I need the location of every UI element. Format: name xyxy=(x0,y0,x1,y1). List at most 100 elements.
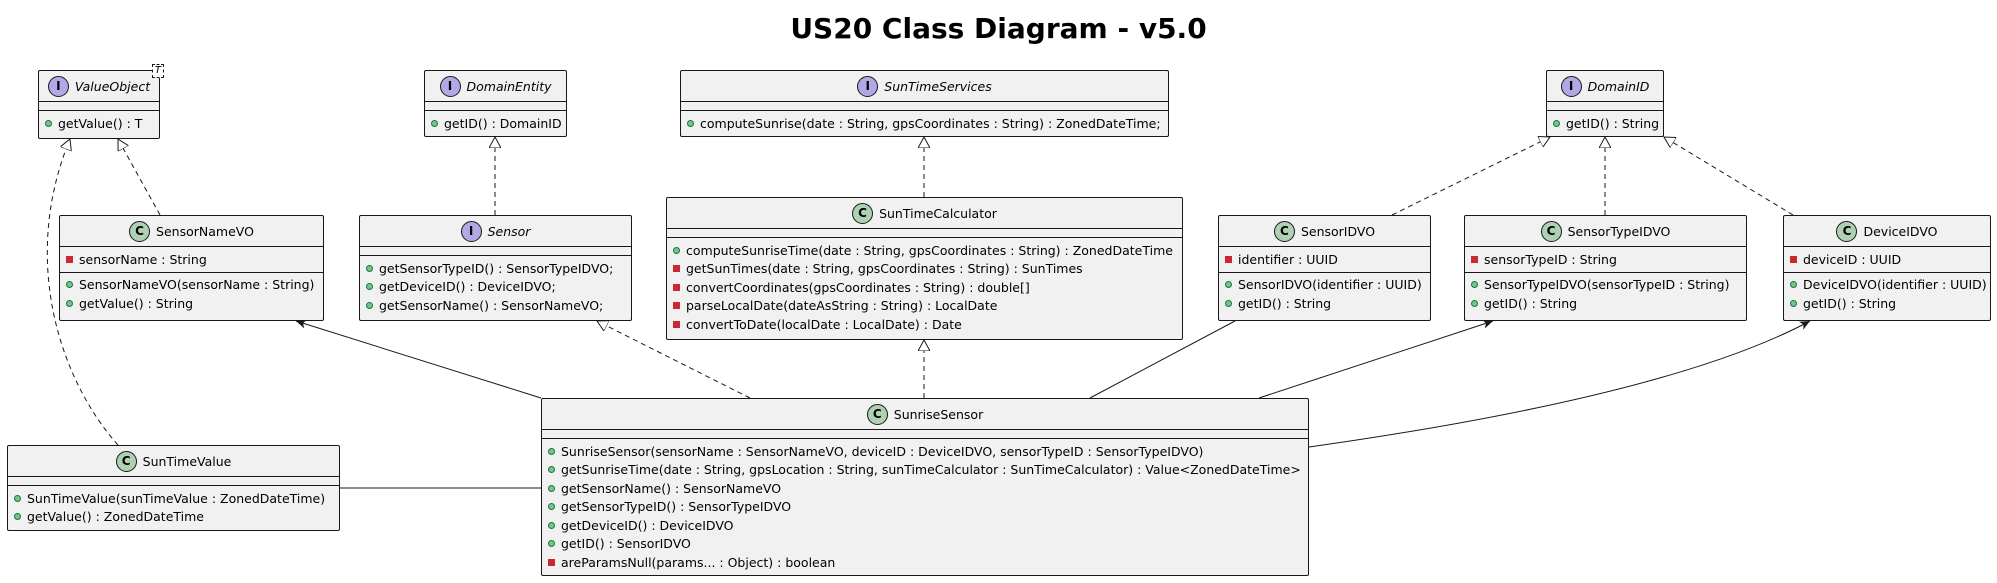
public-visibility-icon xyxy=(548,521,555,529)
method-text: getSensorTypeID() : SensorTypeIDVO; xyxy=(379,260,614,276)
methods-section: computeSunrise(date : String, gpsCoordin… xyxy=(681,111,1168,136)
public-visibility-icon xyxy=(366,264,373,272)
class-deviceidvo[interactable]: C DeviceIDVO deviceID : UUID DeviceIDVO(… xyxy=(1783,215,1991,321)
private-visibility-icon xyxy=(673,283,680,291)
method-text: computeSunriseTime(date : String, gpsCoo… xyxy=(686,242,1173,258)
class-sensor[interactable]: I Sensor getSensorTypeID() : SensorTypeI… xyxy=(359,215,632,321)
method-row: getSunTimes(date : String, gpsCoordinate… xyxy=(673,260,1182,279)
method-row: SensorNameVO(sensorName : String) xyxy=(66,276,323,295)
edge-deviceidvo-domainid xyxy=(1664,137,1794,216)
attributes-section: deviceID : UUID xyxy=(1784,247,1990,273)
class-header: C DeviceIDVO xyxy=(1784,216,1990,247)
public-visibility-icon xyxy=(1225,299,1232,307)
class-name: SunTimeCalculator xyxy=(879,205,997,221)
public-visibility-icon xyxy=(548,503,555,511)
method-text: convertToDate(localDate : LocalDate) : D… xyxy=(686,316,962,332)
method-row: parseLocalDate(dateAsString : String) : … xyxy=(673,297,1182,316)
method-row: getDeviceID() : DeviceIDVO; xyxy=(366,278,631,297)
attributes-section xyxy=(667,229,1182,238)
method-text: getID() : String xyxy=(1484,295,1578,311)
attribute-text: deviceID : UUID xyxy=(1803,251,1902,267)
class-badge-icon: C xyxy=(866,403,888,425)
public-visibility-icon xyxy=(366,301,373,309)
class-header: C SunTimeValue xyxy=(8,446,339,477)
edge-sensornamevo-valueobject xyxy=(118,139,161,216)
method-row: getDeviceID() : DeviceIDVO xyxy=(548,516,1308,535)
methods-section: SensorTypeIDVO(sensorTypeID : String) ge… xyxy=(1465,273,1746,316)
interface-badge-icon: I xyxy=(47,75,69,97)
class-header: C SensorIDVO xyxy=(1219,216,1430,247)
method-row: computeSunriseTime(date : String, gpsCoo… xyxy=(673,241,1182,260)
methods-section: DeviceIDVO(identifier : UUID) getID() : … xyxy=(1784,273,1990,316)
edge-sunrisesensor-sensornamevo xyxy=(295,319,542,399)
edge-suntimevalue-valueobject xyxy=(46,139,119,446)
method-text: areParamsNull(params... : Object) : bool… xyxy=(561,554,836,570)
interface-badge-icon: I xyxy=(1560,75,1582,97)
method-text: getSunriseTime(date : String, gpsLocatio… xyxy=(561,462,1301,478)
edge-sunrisesensor-sensortypeidvo xyxy=(1258,319,1494,399)
class-name: SensorIDVO xyxy=(1300,223,1376,239)
class-name: ValueObject xyxy=(74,78,151,94)
class-name: SensorNameVO xyxy=(156,223,254,239)
class-domainid[interactable]: I DomainID getID() : String xyxy=(1546,70,1664,137)
attributes-section xyxy=(542,430,1308,439)
method-text: SunriseSensor(sensorName : SensorNameVO,… xyxy=(561,443,1204,459)
method-row: SunTimeValue(sunTimeValue : ZonedDateTim… xyxy=(14,489,339,508)
class-header: C SunTimeCalculator xyxy=(667,198,1182,229)
class-name: DomainEntity xyxy=(466,78,552,94)
class-badge-icon: C xyxy=(129,220,151,242)
class-header: I DomainID xyxy=(1547,71,1663,102)
method-row: getID() : String xyxy=(1471,294,1746,313)
method-text: getValue() : String xyxy=(79,295,194,311)
class-badge-icon: C xyxy=(1540,220,1562,242)
method-text: convertCoordinates(gpsCoordinates : Stri… xyxy=(686,279,1030,295)
interface-badge-icon: I xyxy=(439,75,461,97)
method-text: getSensorTypeID() : SensorTypeIDVO xyxy=(561,499,792,515)
method-text: getID() : String xyxy=(1566,115,1660,131)
class-sensortypeidvo[interactable]: C SensorTypeIDVO sensorTypeID : String S… xyxy=(1464,215,1747,321)
class-sensornamevo[interactable]: C SensorNameVO sensorName : String Senso… xyxy=(59,215,324,321)
method-row: getID() : String xyxy=(1225,294,1430,313)
method-row: areParamsNull(params... : Object) : bool… xyxy=(548,553,1308,572)
method-text: SunTimeValue(sunTimeValue : ZonedDateTim… xyxy=(27,490,326,506)
method-text: SensorIDVO(identifier : UUID) xyxy=(1238,277,1422,293)
class-badge-icon: C xyxy=(1273,220,1295,242)
private-visibility-icon xyxy=(1471,255,1478,263)
attributes-section xyxy=(1547,102,1663,111)
private-visibility-icon xyxy=(1790,255,1797,263)
class-valueobject[interactable]: T I ValueObject getValue() : T xyxy=(38,64,164,139)
public-visibility-icon xyxy=(1225,281,1232,289)
class-domainentity[interactable]: I DomainEntity getID() : DomainID xyxy=(424,70,567,137)
class-sunrisesensor[interactable]: C SunriseSensor SunriseSensor(sensorName… xyxy=(541,398,1309,576)
method-row: convertCoordinates(gpsCoordinates : Stri… xyxy=(673,278,1182,297)
class-suntimeservices[interactable]: I SunTimeServices computeSunrise(date : … xyxy=(680,70,1169,137)
attributes-section xyxy=(681,102,1168,111)
public-visibility-icon xyxy=(14,513,21,521)
public-visibility-icon xyxy=(366,283,373,291)
method-text: parseLocalDate(dateAsString : String) : … xyxy=(686,298,998,314)
class-header: I ValueObject xyxy=(39,71,159,102)
attributes-section xyxy=(39,102,159,111)
method-text: getID() : String xyxy=(1238,295,1332,311)
public-visibility-icon xyxy=(1790,281,1797,289)
attributes-section: identifier : UUID xyxy=(1219,247,1430,273)
class-name: DomainID xyxy=(1587,78,1650,94)
attribute-row: sensorName : String xyxy=(66,250,323,269)
public-visibility-icon xyxy=(66,299,73,307)
method-text: SensorTypeIDVO(sensorTypeID : String) xyxy=(1484,277,1730,293)
method-row: SensorIDVO(identifier : UUID) xyxy=(1225,276,1430,295)
private-visibility-icon xyxy=(673,265,680,273)
class-sensoridvo[interactable]: C SensorIDVO identifier : UUID SensorIDV… xyxy=(1218,215,1431,321)
class-header: I DomainEntity xyxy=(425,71,566,102)
class-badge-icon: C xyxy=(1836,220,1858,242)
attributes-section xyxy=(425,102,566,111)
methods-section: SunTimeValue(sunTimeValue : ZonedDateTim… xyxy=(8,486,339,529)
public-visibility-icon xyxy=(548,447,555,455)
class-suntimecalculator[interactable]: C SunTimeCalculator computeSunriseTime(d… xyxy=(666,197,1183,340)
class-suntimevalue[interactable]: C SunTimeValue SunTimeValue(sunTimeValue… xyxy=(7,445,340,531)
public-visibility-icon xyxy=(687,119,694,127)
attributes-section xyxy=(360,247,631,256)
template-parameter: T xyxy=(151,64,164,78)
edge-sunrisesensor-sensor xyxy=(597,321,751,399)
methods-section: SunriseSensor(sensorName : SensorNameVO,… xyxy=(542,439,1308,575)
